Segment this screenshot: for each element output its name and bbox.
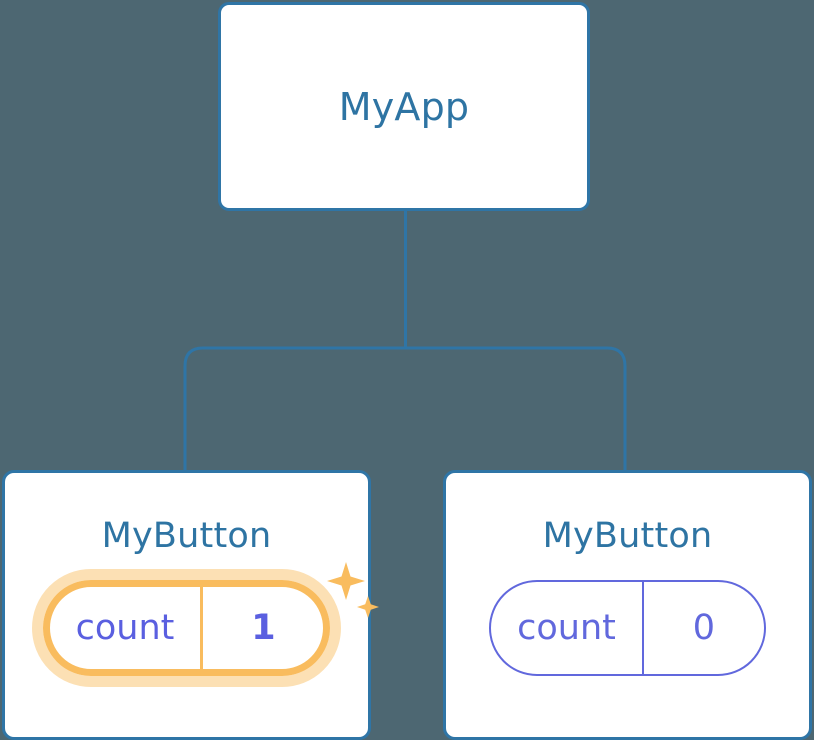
state-pill-right-divider [641,582,644,674]
tree-node-child-right[interactable]: MyButton count 0 [443,470,812,740]
state-pill-left-divider [200,587,204,669]
tree-node-child-right-label: MyButton [542,516,713,556]
connector-branch-bar [183,346,627,470]
state-pill-right-key: count [517,607,616,648]
tree-node-child-left-label: MyButton [101,516,272,556]
state-pill-left-wrap: count 1 [31,562,380,687]
state-pill-right-wrap: count 0 [489,580,766,676]
state-pill-right[interactable]: count 0 [489,580,766,676]
state-pill-left[interactable]: count 1 [42,580,331,676]
tree-node-root-label: MyApp [338,84,470,129]
tree-node-root[interactable]: MyApp [218,2,590,211]
tree-node-child-left[interactable]: MyButton count 1 [2,470,380,740]
state-pill-left-glow [31,569,342,687]
state-pill-left-value: 1 [251,607,276,648]
state-pill-right-value: 0 [692,607,716,648]
state-pill-left-key: count [75,607,175,648]
